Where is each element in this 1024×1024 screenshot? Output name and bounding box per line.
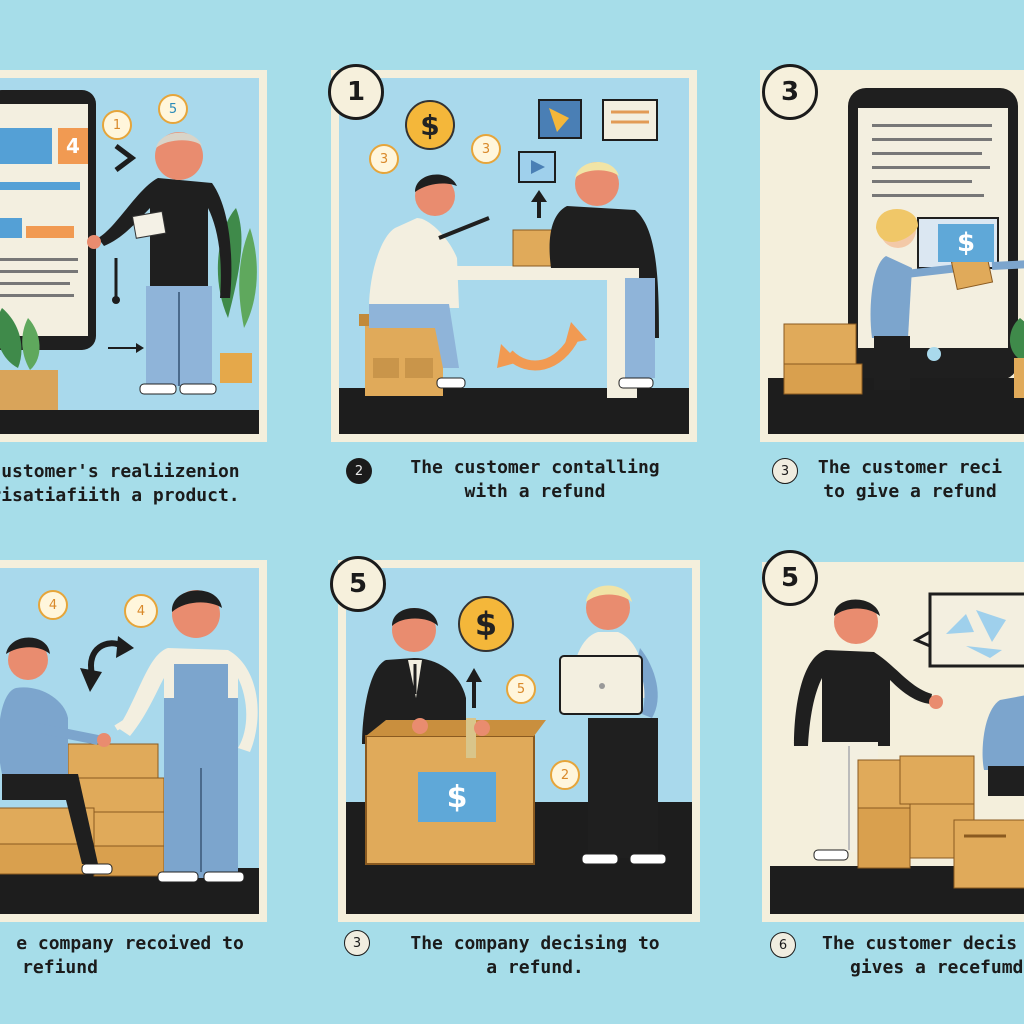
dollar-icon: $ [418,772,496,822]
step-badge: 1 [328,64,384,120]
floating-label: 3 [471,134,501,164]
panel-2: $ 3 3 [331,70,697,442]
panel-4-scene: 4 4 [0,568,259,914]
panel-1: 1 5 4 [0,70,267,442]
floating-label: 3 [369,144,399,174]
panel-3: $ [760,70,1024,442]
panel-4-illustration [0,590,259,914]
floating-label: 4 [38,590,68,620]
floating-label: 2 [550,760,580,790]
panel-3-scene: $ [768,78,1024,434]
caption-step-dot: 6 [770,932,796,958]
caption-1: customer's realiizenion risatiafiith a p… [0,461,240,506]
panel-6-illustration [770,592,1024,914]
panel-5-scene: $ $ 5 2 [346,568,692,914]
floating-label: 5 [158,94,188,124]
panel-4: 4 4 [0,560,267,922]
caption-step-dot: 3 [772,458,798,484]
panel-5: $ $ 5 2 [338,560,700,922]
dollar-icon: $ [938,224,994,262]
panel-3-illustration [768,88,1024,434]
panel-1-illustration [0,90,259,434]
caption-step-dot: 2 [346,458,372,484]
panel-6 [762,562,1024,922]
dollar-coin-icon: $ [458,596,514,652]
caption-2: The customer contalling with a refund [410,457,660,502]
panel-2-illustration [339,99,689,434]
screen-number: 4 [66,134,80,158]
caption-5: The company decising to a refund. [410,933,660,978]
caption-3: The customer reci to give a refund [817,457,1003,502]
step-badge: 3 [762,64,818,120]
panel-2-scene: $ 3 3 [339,78,689,434]
floating-label: 1 [102,110,132,140]
caption-6: The customer decis gives a recefumd [822,933,1024,978]
panel-1-scene: 1 5 4 [0,78,259,434]
floating-label: 4 [124,594,158,628]
step-badge: 5 [330,556,386,612]
panel-6-scene [770,570,1024,914]
caption-4: e company recoived to refiund [16,933,244,978]
panel-5-illustration [346,585,692,914]
floating-label: 5 [506,674,536,704]
step-badge: 5 [762,550,818,606]
dollar-coin-icon: $ [405,100,455,150]
caption-step-dot: 3 [344,930,370,956]
